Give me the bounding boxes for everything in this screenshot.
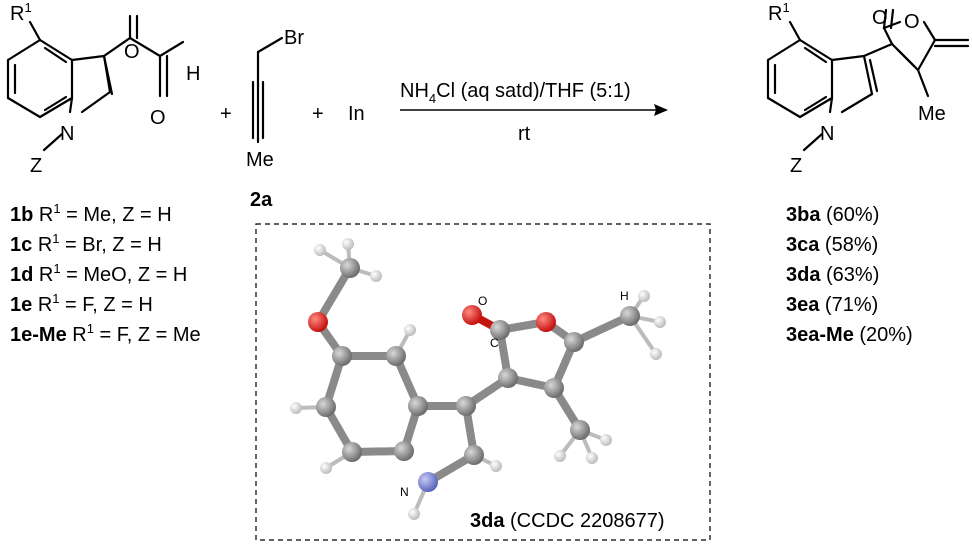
reagent-me-label: Me (246, 149, 274, 171)
conditions-line-2: rt (518, 123, 531, 145)
crystal-structure-frame (255, 223, 711, 541)
nitrogen-atom (418, 472, 438, 492)
product-entry: 3ea (71%) (786, 294, 878, 316)
crystal-caption: 3da (CCDC 2208677) (470, 510, 665, 532)
product-r1-label: R1 (768, 0, 790, 25)
reactant-indole-structure (6, 14, 185, 152)
product-n-label: N (820, 123, 834, 145)
reactant-o1-label: O (124, 41, 140, 63)
atom-label-c: C (490, 336, 499, 350)
atom-label-n: N (400, 485, 409, 499)
reactant-n-label: N (60, 123, 74, 145)
substrate-list: 1b R1 = Me, Z = H 1c R1 = Br, Z = H 1d R… (10, 201, 201, 346)
reactant-r1-label: R1 (10, 0, 32, 25)
reagent-id-label: 2a (250, 189, 273, 211)
plus-sign-2: + (312, 103, 324, 125)
product-carbonyl-o-label: O (872, 7, 888, 29)
plus-sign-1: + (220, 103, 232, 125)
atom-label-o: O (478, 294, 487, 308)
product-entry: 3ca (58%) (786, 234, 878, 256)
product-entry: 3ba (60%) (786, 204, 879, 226)
product-z-label: Z (790, 155, 802, 177)
reagent-br-label: Br (284, 27, 304, 49)
substrate-entry: 1e R1 = F, Z = H (10, 291, 153, 316)
product-ring-o-label: O (904, 11, 920, 33)
substrate-entry: 1b R1 = Me, Z = H (10, 201, 172, 226)
atom-label-h: H (620, 289, 629, 303)
product-yield-list: 3ba (60%) 3ca (58%) 3da (63%) 3ea (71%) … (786, 204, 913, 346)
product-entry: 3ea-Me (20%) (786, 324, 913, 346)
carbon-atoms (316, 258, 640, 465)
oxygen-atoms (308, 305, 556, 332)
reactant-z-label: Z (30, 155, 42, 177)
reagent-propargyl-bromide-structure (251, 36, 284, 144)
product-structure (766, 8, 970, 152)
hydrogen-atoms (290, 238, 666, 520)
substrate-entry: 1d R1 = MeO, Z = H (10, 261, 187, 286)
product-me-label: Me (918, 103, 946, 125)
substrate-entry: 1c R1 = Br, Z = H (10, 231, 162, 256)
conditions-line-1: NH4Cl (aq satd)/THF (5:1) (400, 80, 631, 106)
substrate-entry: 1e-Me R1 = F, Z = Me (10, 321, 201, 346)
crystal-structure-model: O C H N (290, 238, 666, 520)
reactant-h-label: H (186, 63, 200, 85)
product-entry: 3da (63%) (786, 264, 879, 286)
reactant-o2-label: O (150, 107, 166, 129)
reaction-arrowhead (654, 104, 668, 116)
metal-indium-label: In (348, 103, 365, 125)
